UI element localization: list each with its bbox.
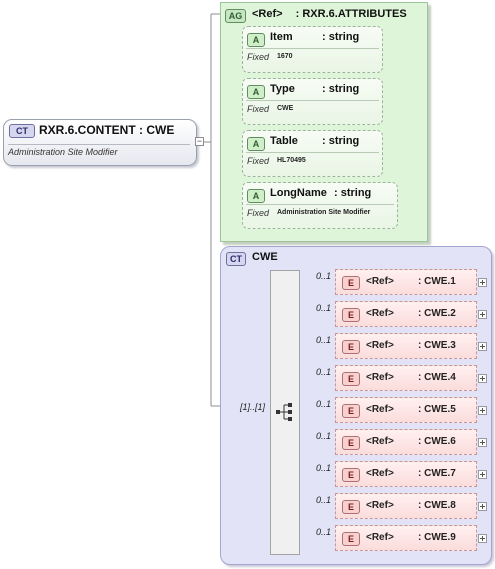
fixed-value: CWE xyxy=(277,105,294,112)
element-occurrence: 0..1 xyxy=(316,335,332,345)
root-complex-type[interactable]: CT RXR.6.CONTENT : CWE Administration Si… xyxy=(3,119,197,166)
element-ref: <Ref> xyxy=(366,436,394,447)
expand-icon[interactable] xyxy=(478,278,487,287)
complex-type-title: CWE xyxy=(252,251,278,263)
element-icon: E xyxy=(342,404,360,418)
element-icon: E xyxy=(342,276,360,290)
element-ref: <Ref> xyxy=(366,404,394,415)
element-icon: E xyxy=(342,500,360,514)
attribute-name: LongName xyxy=(270,187,327,199)
expand-icon[interactable] xyxy=(478,470,487,479)
element-ref: <Ref> xyxy=(366,308,394,319)
sequence-occurrence: [1]..[1] xyxy=(240,402,266,412)
divider xyxy=(8,144,190,145)
expand-icon[interactable] xyxy=(478,310,487,319)
expand-icon[interactable] xyxy=(478,342,487,351)
element-occurrence: 0..1 xyxy=(316,303,332,313)
element-type: : CWE.5 xyxy=(418,404,456,415)
expand-icon[interactable] xyxy=(478,502,487,511)
element-type: : CWE.1 xyxy=(418,276,456,287)
element-cwe-4[interactable]: E <Ref> : CWE.4 xyxy=(335,365,477,391)
complex-type-icon: CT xyxy=(226,252,246,266)
attribute-type-field[interactable]: A Type : string Fixed CWE xyxy=(242,78,383,125)
attribute-table[interactable]: A Table : string Fixed HL70495 xyxy=(242,130,383,177)
expand-icon[interactable] xyxy=(478,438,487,447)
element-occurrence: 0..1 xyxy=(316,271,332,281)
attribute-type: : string xyxy=(322,83,360,95)
element-type: : CWE.4 xyxy=(418,372,456,383)
complex-type-icon: CT xyxy=(9,124,35,138)
element-icon: E xyxy=(342,468,360,482)
element-ref: <Ref> xyxy=(366,500,394,511)
element-ref: <Ref> xyxy=(366,372,394,383)
element-occurrence: 0..1 xyxy=(316,431,332,441)
fixed-label: Fixed xyxy=(247,104,270,114)
element-cwe-1[interactable]: E <Ref> : CWE.1 xyxy=(335,269,477,295)
collapse-icon[interactable]: − xyxy=(195,136,204,146)
element-ref: <Ref> xyxy=(366,468,394,479)
attribute-icon: A xyxy=(247,137,265,151)
element-occurrence: 0..1 xyxy=(316,367,332,377)
element-ref: <Ref> xyxy=(366,340,394,351)
element-cwe-3[interactable]: E <Ref> : CWE.3 xyxy=(335,333,477,359)
element-icon: E xyxy=(342,532,360,546)
element-occurrence: 0..1 xyxy=(316,495,332,505)
element-cwe-5[interactable]: E <Ref> : CWE.5 xyxy=(335,397,477,423)
element-ref: <Ref> xyxy=(366,532,394,543)
attribute-name: Item xyxy=(270,31,293,43)
element-occurrence: 0..1 xyxy=(316,527,332,537)
element-type: : CWE.9 xyxy=(418,532,456,543)
attribute-item[interactable]: A Item : string Fixed 1670 xyxy=(242,26,383,73)
divider xyxy=(246,204,394,205)
element-icon: E xyxy=(342,308,360,322)
fixed-label: Fixed xyxy=(247,52,270,62)
attribute-icon: A xyxy=(247,33,265,47)
element-type: : CWE.8 xyxy=(418,500,456,511)
sequence-bar[interactable] xyxy=(270,270,300,555)
attribute-group-icon: AG xyxy=(225,9,246,23)
attribute-icon: A xyxy=(247,189,265,203)
expand-icon[interactable] xyxy=(478,374,487,383)
root-description: Administration Site Modifier xyxy=(8,147,118,157)
divider xyxy=(246,100,379,101)
expand-icon[interactable] xyxy=(478,534,487,543)
attribute-name: Type xyxy=(270,83,295,95)
attribute-type: : string xyxy=(322,135,360,147)
element-occurrence: 0..1 xyxy=(316,399,332,409)
fixed-value: 1670 xyxy=(277,53,293,60)
attribute-group-name: : RXR.6.ATTRIBUTES xyxy=(295,8,407,20)
element-cwe-8[interactable]: E <Ref> : CWE.8 xyxy=(335,493,477,519)
expand-icon[interactable] xyxy=(478,406,487,415)
attribute-type: : string xyxy=(322,31,360,43)
sequence-icon xyxy=(276,403,292,421)
attribute-name: Table xyxy=(270,135,298,147)
divider xyxy=(246,48,379,49)
element-type: : CWE.6 xyxy=(418,436,456,447)
fixed-value: HL70495 xyxy=(277,157,306,164)
element-icon: E xyxy=(342,372,360,386)
element-type: : CWE.2 xyxy=(418,308,456,319)
attribute-longname[interactable]: A LongName : string Fixed Administration… xyxy=(242,182,398,229)
element-cwe-9[interactable]: E <Ref> : CWE.9 xyxy=(335,525,477,551)
element-cwe-7[interactable]: E <Ref> : CWE.7 xyxy=(335,461,477,487)
element-icon: E xyxy=(342,340,360,354)
element-ref: <Ref> xyxy=(366,276,394,287)
element-cwe-2[interactable]: E <Ref> : CWE.2 xyxy=(335,301,477,327)
fixed-label: Fixed xyxy=(247,156,270,166)
element-icon: E xyxy=(342,436,360,450)
element-occurrence: 0..1 xyxy=(316,463,332,473)
divider xyxy=(246,152,379,153)
element-cwe-6[interactable]: E <Ref> : CWE.6 xyxy=(335,429,477,455)
attribute-group-title: <Ref> : RXR.6.ATTRIBUTES xyxy=(252,8,407,20)
fixed-value: Administration Site Modifier xyxy=(277,209,371,216)
attribute-icon: A xyxy=(247,85,265,99)
element-type: : CWE.3 xyxy=(418,340,456,351)
element-type: : CWE.7 xyxy=(418,468,456,479)
attribute-type: : string xyxy=(334,187,372,199)
fixed-label: Fixed xyxy=(247,208,270,218)
ref-label: <Ref> xyxy=(252,8,283,20)
root-title: RXR.6.CONTENT : CWE xyxy=(39,123,175,137)
